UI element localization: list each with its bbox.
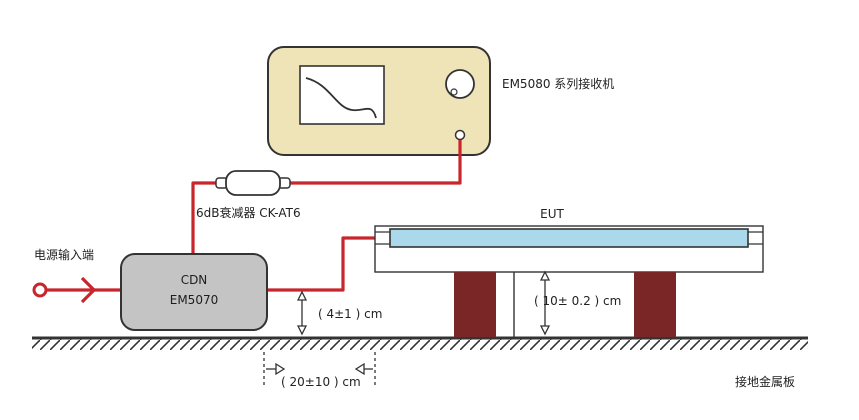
attenuator	[215, 170, 291, 196]
power-input-label: 电源输入端	[34, 247, 94, 262]
receiver-screen	[299, 65, 385, 125]
distance-label: ( 20±10 ) cm	[281, 375, 361, 389]
attenuator-label: 6dB衰减器 CK-AT6	[196, 205, 301, 220]
cdn-model-label: EM5070	[170, 293, 218, 307]
coax-cable	[191, 140, 462, 254]
receiver-port	[454, 129, 466, 141]
height-arrow-cdn	[296, 290, 308, 336]
power-input-cable	[32, 276, 121, 304]
height-cdn-label: ( 4±1 ) cm	[318, 307, 382, 321]
receiver-label: EM5080 系列接收机	[502, 76, 614, 91]
eut-label: EUT	[540, 207, 564, 221]
height-eut-label: ( 10± 0.2 ) cm	[534, 294, 621, 308]
cdn-to-eut-cable	[267, 236, 377, 292]
response-curve	[305, 77, 377, 119]
ground-plane-label: 接地金属板	[735, 374, 795, 389]
ground-plane	[32, 336, 808, 350]
cdn-label: CDN	[181, 273, 208, 287]
receiver	[267, 46, 491, 156]
support-left	[454, 272, 496, 337]
height-arrow-eut	[539, 270, 551, 336]
eut-cable	[375, 228, 763, 248]
receiver-knob	[445, 69, 475, 99]
cdn-box	[120, 253, 268, 331]
distance-marker	[263, 352, 376, 386]
support-right	[634, 272, 676, 337]
